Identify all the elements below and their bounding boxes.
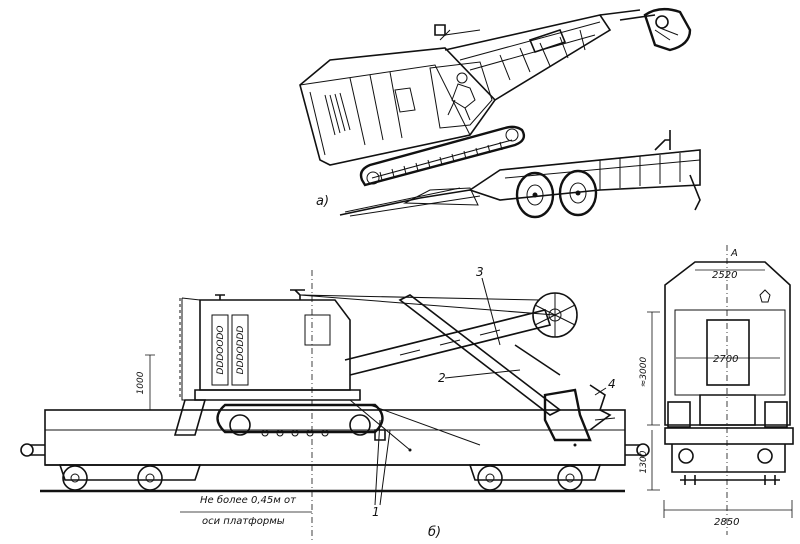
end-view (664, 261, 794, 485)
height-1300-dimension-line (647, 430, 660, 491)
view-a-perspective (299, 7, 701, 219)
ramp-support (403, 187, 479, 206)
callout-leader-4 (594, 387, 607, 396)
buffer-right (636, 443, 650, 457)
operator-figure (447, 72, 476, 121)
height-1300-dimension: 1300 (639, 450, 649, 473)
cab-body (199, 299, 351, 391)
callout-3: 3 (476, 265, 484, 279)
view-a-label: а) (316, 194, 329, 209)
callout-leader-1 (374, 419, 391, 506)
bogie-right (468, 464, 602, 481)
cab-window (394, 87, 416, 113)
loading-ramp (339, 189, 471, 216)
railway-platform (44, 409, 626, 466)
cab-panel (211, 314, 229, 386)
end-view-wheel (757, 448, 773, 464)
rail-wheel (477, 465, 503, 491)
excavator-bucket (643, 7, 692, 52)
trailer-wheel (515, 171, 555, 219)
buffer-left (20, 443, 34, 457)
offset-note-line-2: оси платформы (202, 516, 285, 527)
turntable (194, 389, 361, 401)
view-b-side-elevation: DDDOODO DDDODDD (20, 289, 650, 493)
height-3000-dimension-line (647, 311, 660, 426)
trailer-wheel (558, 169, 598, 217)
trailer-hitch (654, 130, 671, 151)
dipper-arm (398, 294, 562, 416)
excavator-boom (444, 14, 612, 101)
inner-width-dimension: 2700 (713, 354, 738, 365)
rail-wheel (62, 465, 88, 491)
callout-leader-2 (444, 369, 521, 379)
base-width-dimension-line (663, 500, 793, 518)
view-b-label: б) (428, 525, 441, 540)
crawler-track-side (216, 403, 384, 434)
boom-lamp (434, 24, 446, 36)
cab-panel (231, 314, 249, 386)
cab-window (304, 314, 331, 346)
bucket-side (543, 388, 592, 442)
rail-wheel (557, 465, 583, 491)
excavator-cab (299, 47, 497, 166)
section-mark: А (730, 248, 738, 259)
boom-pulley-block (528, 29, 567, 53)
offset-note-line-1: Не более 0,45м от (200, 494, 297, 506)
end-view-cab (674, 309, 786, 396)
callout-2: 2 (438, 371, 446, 385)
callout-4: 4 (608, 377, 616, 391)
wheel-chock (173, 399, 207, 436)
end-view-wheel (678, 448, 694, 464)
rail-wheel (137, 465, 163, 491)
crawler-track (359, 125, 526, 187)
bucket-hinge (655, 15, 669, 29)
wheel-chock (374, 429, 386, 441)
cab-lettering: DDDODDD (236, 326, 246, 375)
trailer-arm (689, 174, 701, 211)
height-dimension-text: 1000 (136, 371, 146, 394)
cab-lettering: DDDOODO (216, 326, 226, 375)
end-view-platform (664, 427, 794, 445)
excavator-boom-side (344, 309, 552, 376)
end-view-lamp (759, 289, 771, 303)
top-width-dimension: 2520 (712, 270, 737, 281)
trailer-deck (468, 149, 701, 201)
base-width-dimension: 2850 (714, 517, 739, 528)
operator-door (429, 61, 493, 129)
height-dimension-line (145, 354, 155, 411)
callout-leader-3 (481, 277, 501, 346)
end-track-right (764, 401, 788, 428)
end-view-outline (664, 261, 791, 426)
end-track-left (667, 401, 691, 428)
end-view-window (706, 319, 750, 386)
callout-1: 1 (372, 505, 380, 519)
height-3000-dimension: ≈3000 (639, 357, 649, 388)
